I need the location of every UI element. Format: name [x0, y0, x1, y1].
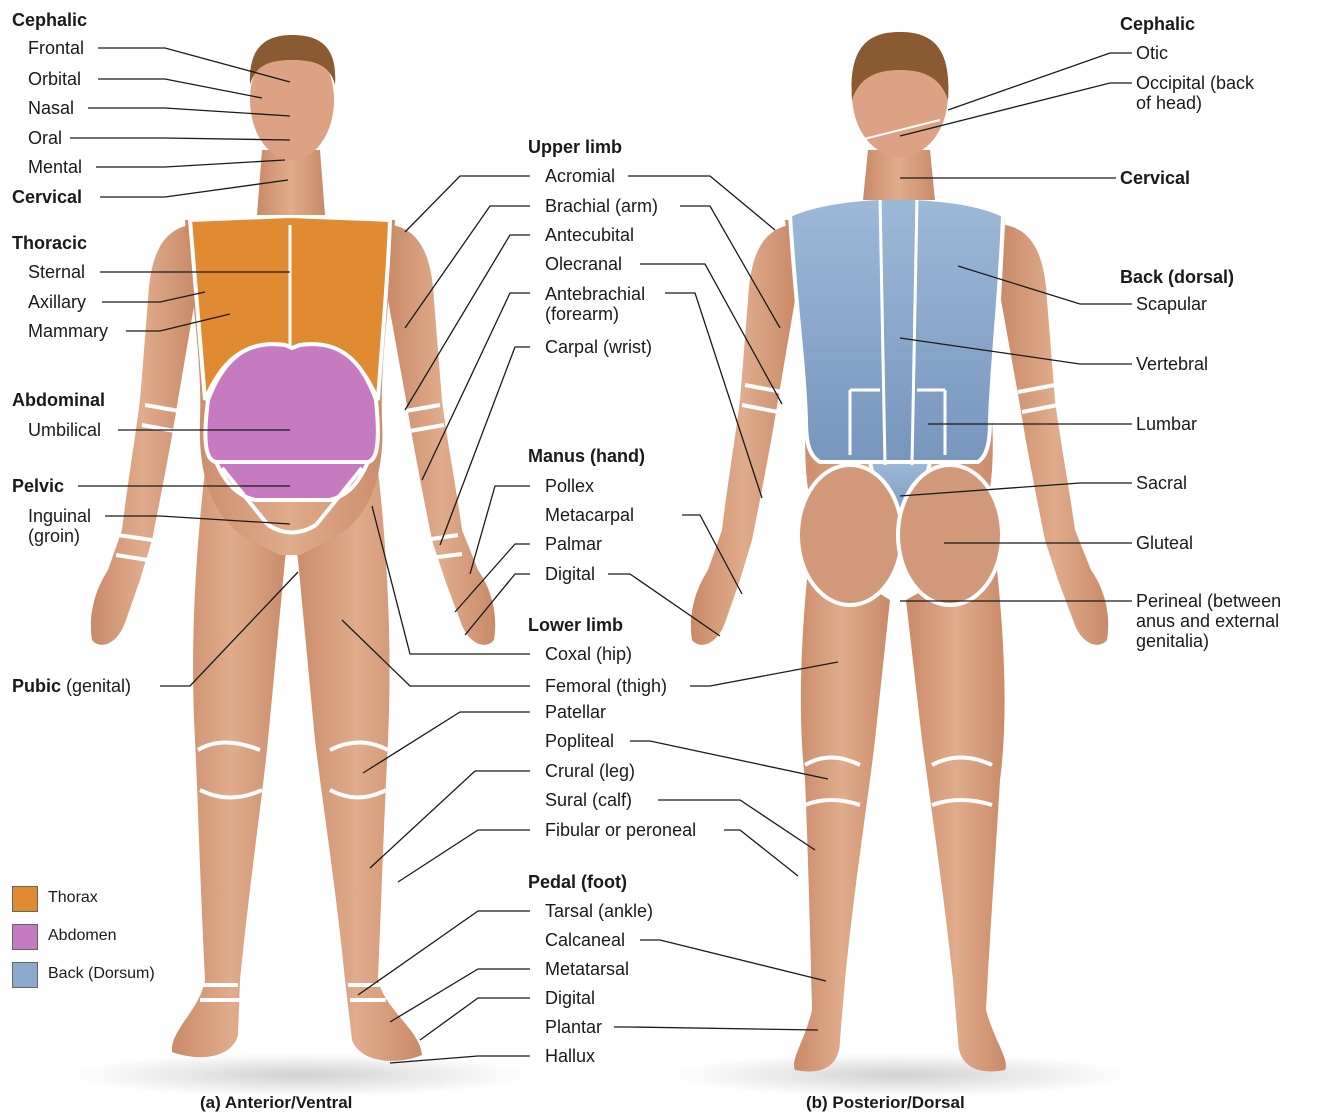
- posterior-right-leg: [906, 550, 1006, 1071]
- pubic-heading: Pubic: [12, 676, 61, 696]
- lower-limb-heading: Lower limb: [528, 615, 623, 635]
- legend-swatch-thorax: [12, 886, 38, 912]
- label-scapular: Scapular: [1136, 294, 1207, 314]
- abdominal-heading: Abdominal: [12, 390, 105, 410]
- anterior-figure: [91, 35, 495, 1061]
- posterior-neck: [863, 150, 935, 200]
- label-nasal: Nasal: [28, 98, 74, 118]
- label-tarsal: Tarsal (ankle): [545, 901, 653, 921]
- label-sural: Sural (calf): [545, 790, 632, 810]
- legend-label-abdomen: Abdomen: [48, 927, 117, 945]
- label-orbital: Orbital: [28, 69, 81, 89]
- posterior-cephalic-heading: Cephalic: [1120, 14, 1195, 34]
- pubic-suffix: (genital): [61, 676, 131, 696]
- label-gluteal: Gluteal: [1136, 533, 1193, 553]
- anterior-cephalic-heading: Cephalic: [12, 10, 87, 30]
- manus-heading: Manus (hand): [528, 446, 645, 466]
- legend-swatch-abdomen: [12, 924, 38, 950]
- posterior-left-leg: [794, 550, 890, 1071]
- label-calcaneal: Calcaneal: [545, 930, 625, 950]
- anterior-floor-shadow: [70, 1053, 530, 1097]
- pubic-label: Pubic (genital): [12, 676, 131, 696]
- label-mammary: Mammary: [28, 321, 108, 341]
- legend-label-back: Back (Dorsum): [48, 965, 155, 983]
- label-coxal: Coxal (hip): [545, 644, 632, 664]
- anterior-left-leg: [292, 470, 422, 1061]
- anterior-right-arm: [91, 225, 195, 645]
- label-pedal-digital: Digital: [545, 988, 595, 1008]
- label-antecubital: Antecubital: [545, 225, 634, 245]
- label-olecranal: Olecranal: [545, 254, 622, 274]
- abdomen-region: [205, 344, 378, 462]
- label-hallux: Hallux: [545, 1046, 595, 1066]
- label-pollex: Pollex: [545, 476, 594, 496]
- posterior-left-arm: [691, 225, 795, 645]
- label-perineal: Perineal (between anus and external geni…: [1136, 591, 1281, 651]
- label-femoral: Femoral (thigh): [545, 676, 667, 696]
- label-vertebral: Vertebral: [1136, 354, 1208, 374]
- label-acromial: Acromial: [545, 166, 615, 186]
- legend-swatch-back: [12, 962, 38, 988]
- label-umbilical: Umbilical: [28, 420, 101, 440]
- pelvic-region: [216, 462, 368, 500]
- posterior-cervical-heading: Cervical: [1120, 168, 1190, 188]
- label-occipital: Occipital (back of head): [1136, 73, 1254, 113]
- label-sacral: Sacral: [1136, 473, 1187, 493]
- label-oral: Oral: [28, 128, 62, 148]
- label-popliteal: Popliteal: [545, 731, 614, 751]
- label-metatarsal: Metatarsal: [545, 959, 629, 979]
- anterior-right-leg: [172, 470, 290, 1057]
- label-carpal: Carpal (wrist): [545, 337, 652, 357]
- label-lumbar: Lumbar: [1136, 414, 1197, 434]
- label-metacarpal: Metacarpal: [545, 505, 634, 525]
- label-fibular: Fibular or peroneal: [545, 820, 696, 840]
- caption-posterior: (b) Posterior/Dorsal: [806, 1093, 965, 1113]
- pelvic-heading: Pelvic: [12, 476, 64, 496]
- label-axillary: Axillary: [28, 292, 86, 312]
- back-region: [790, 198, 1003, 462]
- back-heading: Back (dorsal): [1120, 267, 1234, 287]
- label-frontal: Frontal: [28, 38, 84, 58]
- thoracic-heading: Thoracic: [12, 233, 87, 253]
- label-otic: Otic: [1136, 43, 1168, 63]
- label-sternal: Sternal: [28, 262, 85, 282]
- right-gluteal: [898, 465, 1002, 605]
- label-mental: Mental: [28, 157, 82, 177]
- label-crural: Crural (leg): [545, 761, 635, 781]
- label-plantar: Plantar: [545, 1017, 602, 1037]
- label-palmar: Palmar: [545, 534, 602, 554]
- anterior-cervical-heading: Cervical: [12, 187, 82, 207]
- upper-limb-heading: Upper limb: [528, 137, 622, 157]
- left-gluteal: [798, 465, 902, 605]
- anterior-left-arm: [388, 225, 495, 645]
- posterior-floor-shadow: [670, 1053, 1130, 1097]
- pedal-heading: Pedal (foot): [528, 872, 627, 892]
- posterior-figure: [691, 32, 1108, 1071]
- caption-anterior: (a) Anterior/Ventral: [200, 1093, 352, 1113]
- label-patellar: Patellar: [545, 702, 606, 722]
- label-inguinal: Inguinal (groin): [28, 506, 91, 546]
- label-antebrachial: Antebrachial (forearm): [545, 284, 645, 324]
- label-manus-digital: Digital: [545, 564, 595, 584]
- label-brachial: Brachial (arm): [545, 196, 658, 216]
- legend-label-thorax: Thorax: [48, 889, 98, 907]
- posterior-right-arm: [1001, 225, 1108, 645]
